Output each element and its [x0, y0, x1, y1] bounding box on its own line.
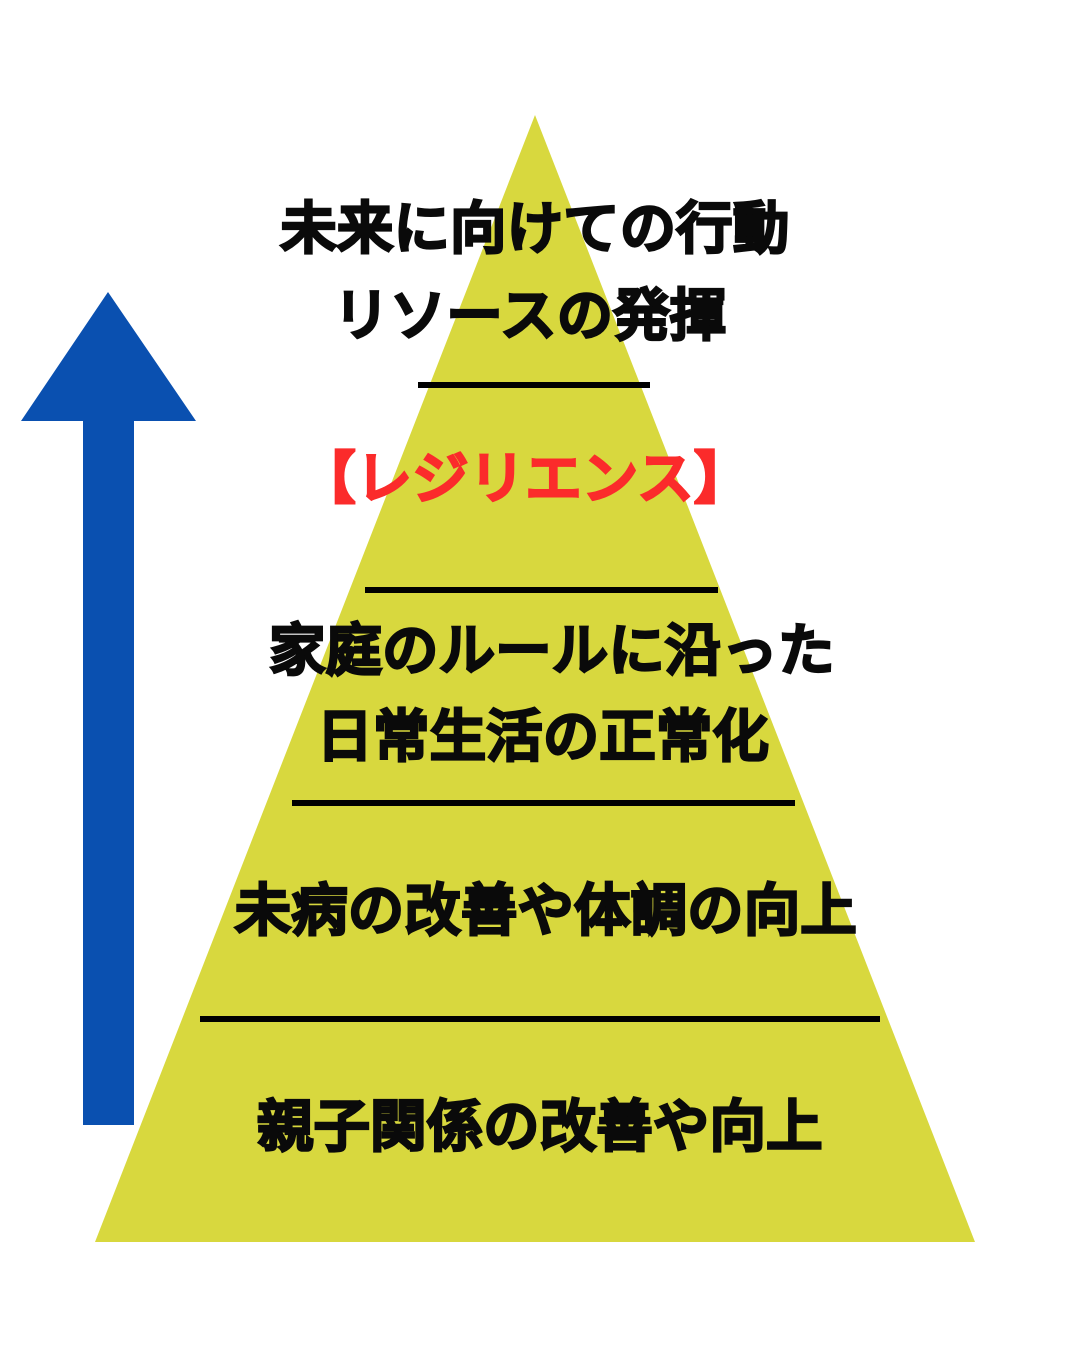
- pyramid-tier-1-line-1: 未来に向けての行動: [279, 197, 790, 262]
- pyramid-tier-5-line-1: 親子関係の改善や向上: [256, 1095, 823, 1160]
- pyramid-tier-3-line-2: 日常生活の正常化: [316, 705, 770, 770]
- pyramid-body: [95, 115, 975, 1242]
- pyramid-tier-4-line-1: 未病の改善や体調の向上: [234, 879, 858, 944]
- pyramid-tier-1-line-2: リソースの発揮: [332, 284, 727, 349]
- pyramid-tier-3-line-1: 家庭のルールに沿った: [268, 619, 835, 684]
- pyramid-tier-2-line-1: 【レジリエンス】: [298, 447, 751, 512]
- upward-arrow-icon: [21, 292, 196, 1125]
